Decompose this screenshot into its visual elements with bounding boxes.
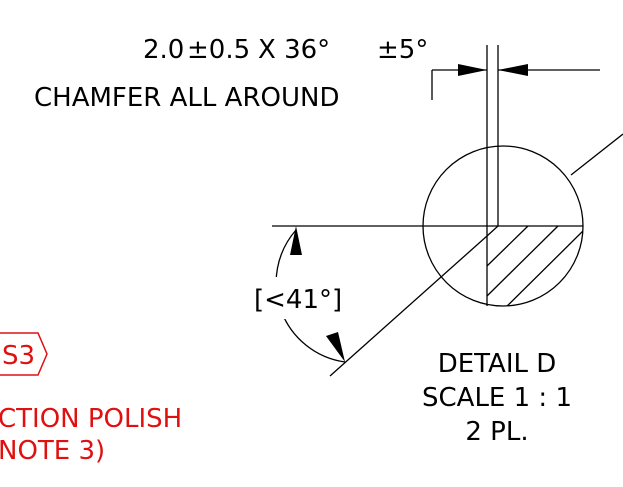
hatch-line xyxy=(486,225,529,267)
arrowhead-right xyxy=(498,64,528,76)
finish-note-line2: NOTE 3) xyxy=(0,436,105,466)
hatch-line xyxy=(536,225,583,306)
detail-view xyxy=(422,133,623,307)
hatch-line xyxy=(486,225,559,297)
finish-symbol-label: S3 xyxy=(2,341,35,371)
angle-arrowhead-bottom xyxy=(326,332,345,362)
angle-chamfer-line xyxy=(329,235,488,377)
finish-hexagon-symbol xyxy=(0,332,48,376)
hatch-line xyxy=(486,225,583,306)
chamfer-tolerance: ±0.5 xyxy=(187,35,250,65)
angle-label-background xyxy=(252,277,362,319)
detail-title: DETAIL D xyxy=(438,349,557,379)
surface-finish-annotation: S3 CTION POLISH NOTE 3) xyxy=(0,332,182,466)
chamfer-edge xyxy=(486,225,499,237)
chamfer-width-dimension xyxy=(458,45,600,140)
detail-quantity: 2 PL. xyxy=(465,417,528,447)
finish-note-line1: CTION POLISH xyxy=(0,404,182,434)
arrowhead-left xyxy=(458,64,487,76)
chamfer-value: 2.0 xyxy=(143,35,184,65)
detail-label: DETAIL D SCALE 1 : 1 2 PL. xyxy=(422,349,572,447)
section-hatching xyxy=(486,225,583,306)
chamfer-angle: X 36° xyxy=(258,35,330,65)
chamfer-description: CHAMFER ALL AROUND xyxy=(34,83,339,113)
angle-arrowhead-top xyxy=(290,226,302,255)
angle-dimension: [<41°] xyxy=(252,225,488,377)
chamfer-angle-tolerance: ±5° xyxy=(377,35,428,65)
detail-leader-line xyxy=(570,133,623,176)
chamfer-note: 2.0 ±0.5 X 36° ±5° CHAMFER ALL AROUND xyxy=(34,35,487,113)
angle-label: [<41°] xyxy=(254,285,342,315)
detail-scale: SCALE 1 : 1 xyxy=(422,383,572,413)
hatch-line xyxy=(506,225,583,306)
